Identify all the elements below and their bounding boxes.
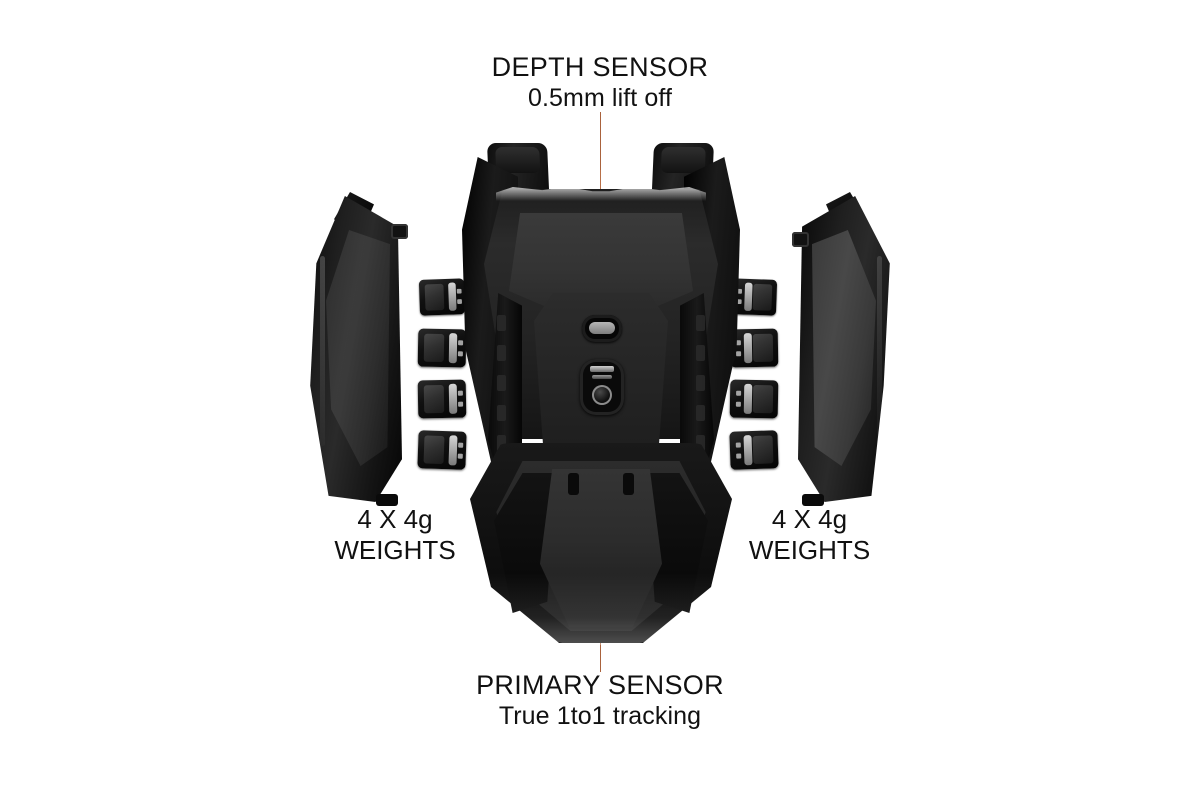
mouse-vent: [696, 405, 705, 421]
mouse-palm-tab-left: [568, 473, 579, 495]
callout-guide-line-bottom: [600, 636, 602, 672]
right-panel-magnet-nub: [792, 232, 809, 247]
weight-face: [423, 384, 445, 414]
weight-metal-strip: [743, 383, 753, 414]
weight-item: [418, 278, 466, 316]
weight-metal-strip: [448, 282, 457, 311]
depth-sensor-icon: [582, 315, 622, 342]
mouse-palm-tab-right: [623, 473, 634, 495]
mouse-vent: [696, 435, 705, 451]
weight-face: [424, 283, 445, 311]
weight-metal-strip: [744, 282, 753, 312]
weight-face: [423, 333, 445, 363]
weight-metal-strip: [743, 435, 753, 466]
primary-sensor-contact-top: [590, 366, 614, 372]
weight-face: [752, 283, 773, 311]
weight-item: [417, 328, 467, 368]
weight-face: [423, 435, 445, 465]
label-weights-right-line1: 4 X 4g: [771, 504, 848, 534]
weight-face: [752, 333, 774, 363]
mouse-vent: [497, 375, 506, 391]
mouse-shell-top-rim: [496, 187, 706, 201]
mouse-vent: [696, 345, 705, 361]
mouse-vent: [696, 315, 705, 331]
label-weights-left-line1: 4 X 4g: [357, 504, 433, 534]
primary-sensor-lens: [592, 385, 612, 405]
callout-primary-sensor-subtitle: True 1to1 tracking: [498, 701, 702, 730]
mouse-vent: [696, 375, 705, 391]
callout-primary-sensor: PRIMARY SENSOR True 1to1 tracking: [0, 670, 1200, 731]
mouse-vent: [497, 435, 506, 451]
right-side-grip-panel: [792, 192, 900, 506]
weight-metal-strip: [743, 333, 753, 364]
label-weights-left-line2: WEIGHTS: [334, 535, 456, 566]
label-weights-right: 4 X 4g WEIGHTS: [722, 504, 897, 566]
callout-guide-line-top: [600, 112, 602, 170]
mouse-bottom-view: [462, 143, 740, 648]
callout-depth-sensor: DEPTH SENSOR 0.5mm lift off: [0, 52, 1200, 113]
left-panel-foot: [376, 494, 398, 506]
left-side-grip-panel: [300, 192, 408, 506]
weight-notch: [456, 288, 462, 294]
right-panel-foot: [802, 494, 824, 506]
weight-item: [417, 430, 467, 470]
primary-sensor-contact-mid: [592, 375, 612, 379]
mouse-vent: [497, 345, 506, 361]
left-panel-edge-highlight: [320, 256, 325, 446]
callout-primary-sensor-title: PRIMARY SENSOR: [476, 670, 724, 700]
right-panel-edge-highlight: [877, 256, 882, 446]
left-panel-magnet-nub: [391, 224, 408, 239]
label-weights-right-line2: WEIGHTS: [748, 535, 871, 566]
primary-sensor-icon: [580, 359, 624, 415]
label-weights-left: 4 X 4g WEIGHTS: [310, 504, 480, 566]
weight-item: [417, 379, 467, 419]
mouse-vent: [497, 405, 506, 421]
mouse-palm-center: [540, 469, 662, 627]
weight-metal-strip: [448, 435, 458, 466]
mouse-vent: [497, 315, 506, 331]
callout-depth-sensor-title: DEPTH SENSOR: [491, 52, 709, 82]
weight-face: [752, 435, 774, 465]
mouse-palm-bottom-rim: [472, 573, 730, 645]
weight-metal-strip: [448, 333, 458, 364]
callout-depth-sensor-subtitle: 0.5mm lift off: [527, 83, 673, 112]
weight-face: [752, 384, 774, 414]
weight-metal-strip: [448, 383, 458, 414]
